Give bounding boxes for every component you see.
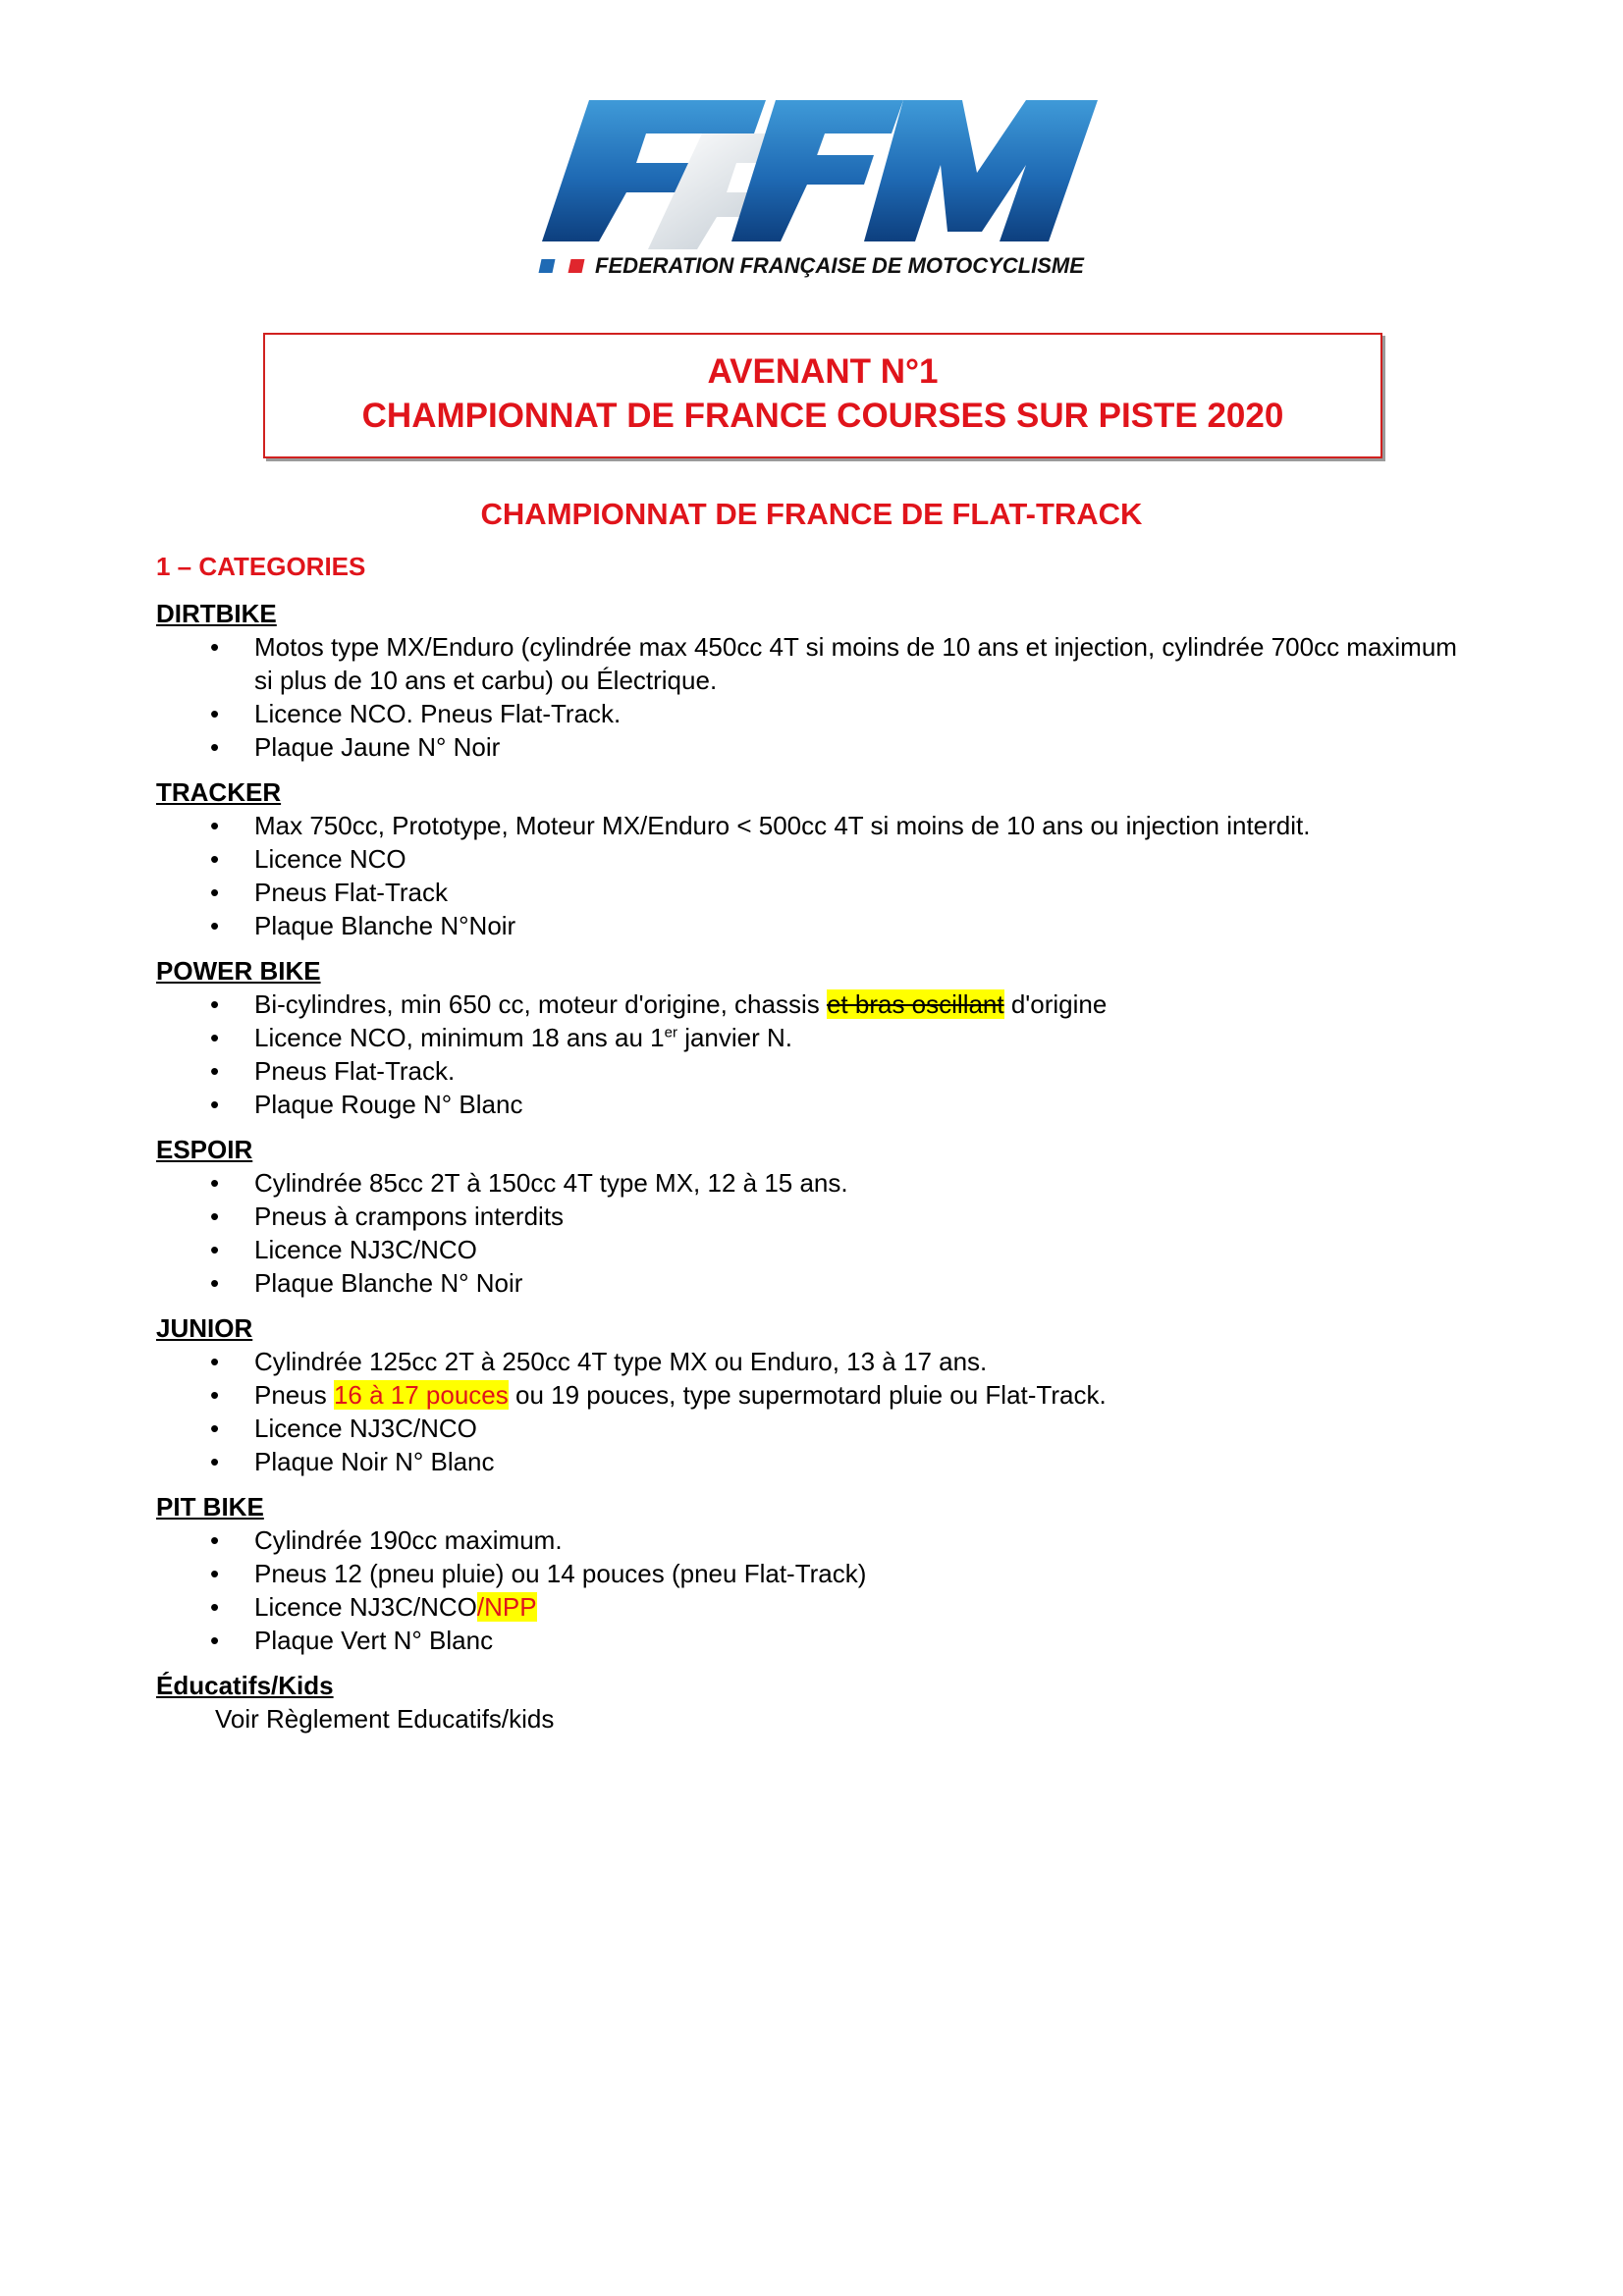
list-item: Licence NJ3C/NCO [156, 1412, 1472, 1445]
item-text: Pneus [254, 1380, 334, 1410]
category-list: Cylindrée 85cc 2T à 150cc 4T type MX, 12… [156, 1166, 1472, 1300]
category-name: POWER BIKE [156, 956, 321, 986]
category-list: Cylindrée 190cc maximum. Pneus 12 (pneu … [156, 1523, 1472, 1657]
title-line-1: AVENANT N°1 [707, 352, 939, 391]
subtitle: CHAMPIONNAT DE FRANCE DE FLAT-TRACK [480, 497, 1143, 531]
list-item: Cylindrée 190cc maximum. [156, 1523, 1472, 1557]
category-name: DIRTBIKE [156, 599, 277, 628]
highlight-text: /NPP [476, 1592, 537, 1622]
ffm-logo [542, 100, 1098, 249]
list-item: Plaque Vert N° Blanc [156, 1624, 1472, 1657]
category-list: Motos type MX/Enduro (cylindrée max 450c… [156, 630, 1472, 764]
list-item: Cylindrée 85cc 2T à 150cc 4T type MX, 12… [156, 1166, 1472, 1200]
list-item: Pneus 16 à 17 pouces ou 19 pouces, type … [156, 1378, 1472, 1412]
category-powerbike: POWER BIKE Bi-cylindres, min 650 cc, mot… [156, 954, 1472, 1121]
list-item: Pneus Flat-Track [156, 876, 1472, 909]
section-title: 1 – CATEGORIES [156, 552, 366, 581]
category-list: Max 750cc, Prototype, Moteur MX/Enduro <… [156, 809, 1472, 942]
category-pitbike: PIT BIKE Cylindrée 190cc maximum. Pneus … [156, 1490, 1472, 1657]
category-name: TRACKER [156, 777, 282, 807]
struck-highlight-text: et bras oscillant [826, 989, 1004, 1019]
category-name: PIT BIKE [156, 1492, 264, 1522]
list-item: Plaque Noir N° Blanc [156, 1445, 1472, 1478]
category-junior: JUNIOR Cylindrée 125cc 2T à 250cc 4T typ… [156, 1311, 1472, 1478]
categories-content: DIRTBIKE Motos type MX/Enduro (cylindrée… [156, 597, 1472, 1747]
item-text: ou 19 pouces, type supermotard pluie ou … [508, 1380, 1107, 1410]
list-item: Licence NJ3C/NCO [156, 1233, 1472, 1266]
item-text: Licence NCO, minimum 18 ans au 1 [254, 1023, 665, 1052]
list-item: Plaque Jaune N° Noir [156, 730, 1472, 764]
category-name: ESPOIR [156, 1135, 253, 1164]
list-item: Licence NJ3C/NCO/NPP [156, 1590, 1472, 1624]
category-name: JUNIOR [156, 1313, 253, 1343]
list-item: Pneus 12 (pneu pluie) ou 14 pouces (pneu… [156, 1557, 1472, 1590]
list-item: Cylindrée 125cc 2T à 250cc 4T type MX ou… [156, 1345, 1472, 1378]
logo-blue-square [538, 259, 556, 273]
item-text: Licence NJ3C/NCO [254, 1592, 477, 1622]
list-item: Motos type MX/Enduro (cylindrée max 450c… [156, 630, 1472, 697]
item-text: janvier N. [676, 1023, 793, 1052]
category-dirtbike: DIRTBIKE Motos type MX/Enduro (cylindrée… [156, 597, 1472, 764]
list-item: Bi-cylindres, min 650 cc, moteur d'origi… [156, 988, 1472, 1021]
category-list: Bi-cylindres, min 650 cc, moteur d'origi… [156, 988, 1472, 1121]
list-item: Max 750cc, Prototype, Moteur MX/Enduro <… [156, 809, 1472, 842]
list-item: Plaque Blanche N° Noir [156, 1266, 1472, 1300]
list-item: Pneus à crampons interdits [156, 1200, 1472, 1233]
item-text: Bi-cylindres, min 650 cc, moteur d'origi… [254, 989, 827, 1019]
highlight-text: 16 à 17 pouces [333, 1380, 509, 1410]
category-tracker: TRACKER Max 750cc, Prototype, Moteur MX/… [156, 775, 1472, 942]
superscript: er [664, 1024, 677, 1041]
category-list: Cylindrée 125cc 2T à 250cc 4T type MX ou… [156, 1345, 1472, 1478]
logo-tagline: FEDERATION FRANÇAISE DE MOTOCYCLISME [595, 253, 1084, 278]
list-item: Pneus Flat-Track. [156, 1054, 1472, 1088]
category-educatifs: Éducatifs/Kids Voir Règlement Educatifs/… [156, 1669, 1472, 1735]
title-line-2: CHAMPIONNAT DE FRANCE COURSES SUR PISTE … [361, 397, 1284, 435]
list-item: Licence NCO, minimum 18 ans au 1er janvi… [156, 1021, 1472, 1054]
item-text: d'origine [1003, 989, 1108, 1019]
list-item: Plaque Blanche N°Noir [156, 909, 1472, 942]
title-box: AVENANT N°1 CHAMPIONNAT DE FRANCE COURSE… [263, 333, 1382, 458]
logo-red-square [568, 259, 585, 273]
list-item: Licence NCO [156, 842, 1472, 876]
list-item: Plaque Rouge N° Blanc [156, 1088, 1472, 1121]
list-item: Licence NCO. Pneus Flat-Track. [156, 697, 1472, 730]
category-espoir: ESPOIR Cylindrée 85cc 2T à 150cc 4T type… [156, 1133, 1472, 1300]
category-name: Éducatifs/Kids [156, 1671, 334, 1700]
category-text: Voir Règlement Educatifs/kids [215, 1704, 555, 1734]
